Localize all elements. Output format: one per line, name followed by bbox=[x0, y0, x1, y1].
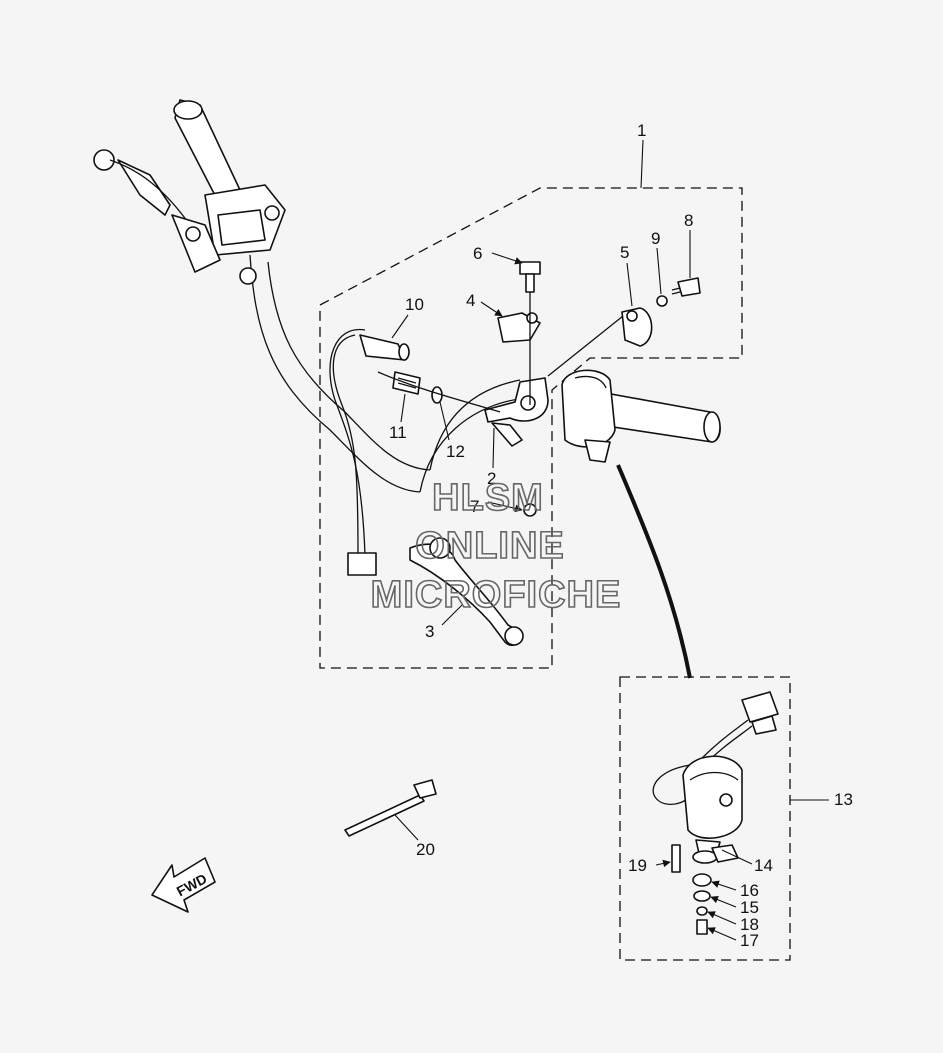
part-label-9: 9 bbox=[651, 229, 660, 248]
part-label-8: 8 bbox=[684, 211, 693, 230]
cable-adjuster bbox=[377, 371, 501, 413]
clutch-switch bbox=[329, 328, 410, 576]
part-label-13: 13 bbox=[834, 790, 853, 809]
cable-tie bbox=[344, 779, 437, 837]
part-label-10: 10 bbox=[405, 295, 424, 314]
right-switch-assembly bbox=[652, 691, 779, 861]
part-label-14: 14 bbox=[754, 856, 773, 875]
watermark-line-1: HLSM bbox=[432, 477, 544, 519]
group-box-part-1 bbox=[319, 187, 743, 669]
switch-wire bbox=[616, 464, 692, 679]
part-label-11: 11 bbox=[389, 423, 407, 442]
clutch-lever bbox=[409, 537, 524, 647]
part-label-20: 20 bbox=[416, 840, 435, 859]
part-label-16: 16 bbox=[740, 881, 759, 900]
leader-lines bbox=[391, 139, 829, 941]
bolt-6 bbox=[519, 261, 541, 293]
part-label-7: 7 bbox=[470, 497, 479, 516]
holder-5 bbox=[621, 307, 653, 347]
left-grip-assembly bbox=[93, 99, 286, 285]
part-label-15: 15 bbox=[740, 898, 759, 917]
lever-holder bbox=[484, 377, 549, 447]
part-labels: 1 2 3 4 5 6 7 8 9 10 11 12 13 14 15 16 1… bbox=[389, 121, 853, 950]
watermark-line-3: MICROFICHE bbox=[371, 574, 622, 616]
lever-nut bbox=[523, 503, 537, 517]
group-box-part-13 bbox=[619, 676, 791, 961]
part-label-2: 2 bbox=[487, 469, 496, 488]
part-label-4: 4 bbox=[466, 291, 475, 310]
part-label-17: 17 bbox=[740, 931, 759, 950]
screw-8 bbox=[671, 277, 701, 297]
part-label-6: 6 bbox=[473, 244, 482, 263]
part-label-1: 1 bbox=[637, 121, 646, 140]
part-label-19: 19 bbox=[628, 856, 647, 875]
right-switch-on-bar bbox=[561, 369, 616, 463]
holder-bracket bbox=[497, 312, 541, 343]
part-label-18: 18 bbox=[740, 915, 759, 934]
part-label-3: 3 bbox=[425, 622, 434, 641]
watermark-line-2: ONLINE bbox=[415, 525, 565, 567]
handlebar bbox=[249, 254, 721, 493]
watermark: HLSM ONLINE MICROFICHE bbox=[370, 476, 622, 617]
part-label-5: 5 bbox=[620, 243, 629, 262]
part-label-12: 12 bbox=[446, 442, 465, 461]
small-hardware-13 bbox=[671, 844, 739, 935]
circlip-9 bbox=[656, 295, 668, 307]
fwd-arrow-icon: FWD bbox=[151, 857, 216, 913]
